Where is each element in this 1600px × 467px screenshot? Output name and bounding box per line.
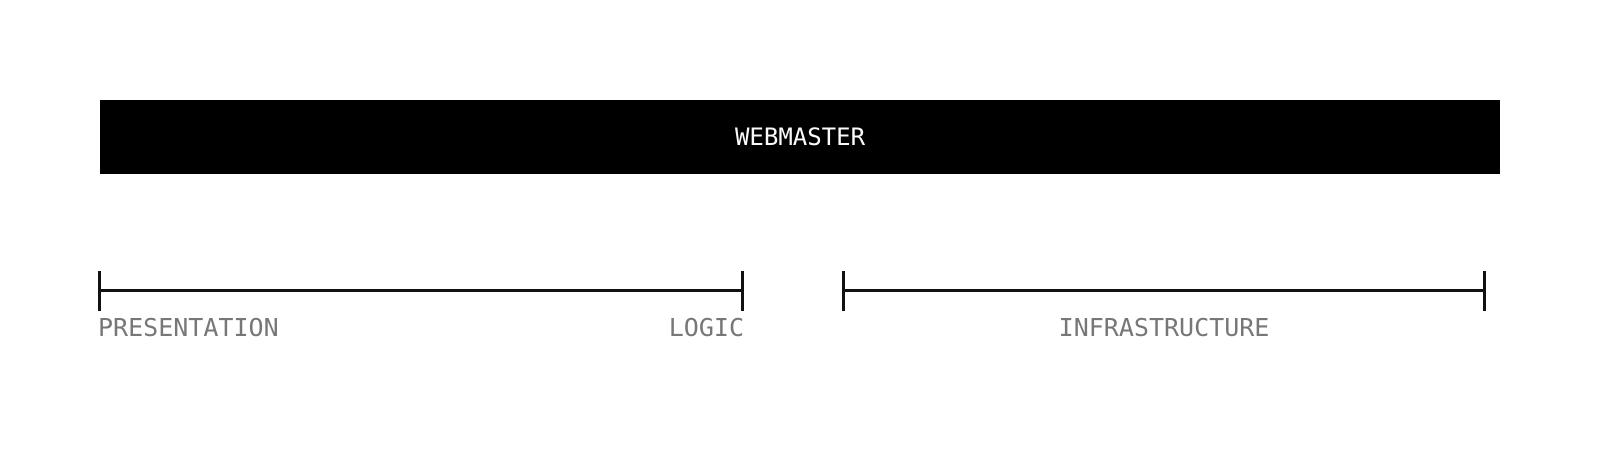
range-line — [843, 289, 1485, 292]
webmaster-label: WEBMASTER — [734, 123, 866, 151]
label-presentation: PRESENTATION — [98, 313, 279, 342]
range-labels: INFRASTRUCTURE — [842, 312, 1486, 343]
label-logic: LOGIC — [668, 313, 744, 342]
range-infrastructure: INFRASTRUCTURE — [842, 271, 1486, 342]
range-tick-right — [1483, 271, 1486, 311]
range-tick-left — [842, 271, 845, 311]
range-labels: PRESENTATION LOGIC — [98, 312, 744, 343]
range-tick-left — [98, 271, 101, 311]
range-tick-right — [741, 271, 744, 311]
webmaster-bar: WEBMASTER — [100, 100, 1500, 174]
label-infrastructure: INFRASTRUCTURE — [1058, 313, 1270, 342]
range-line — [99, 289, 743, 292]
range-presentation-logic: PRESENTATION LOGIC — [98, 271, 744, 342]
